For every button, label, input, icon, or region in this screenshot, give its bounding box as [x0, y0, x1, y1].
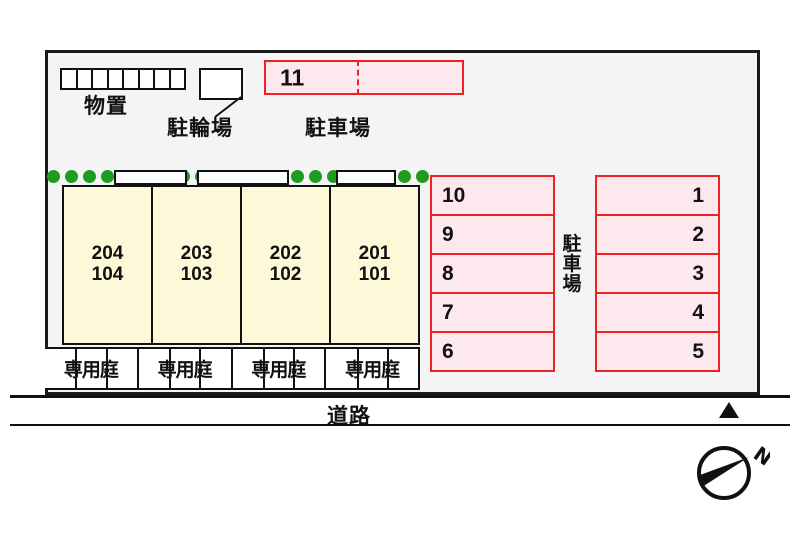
parking-stall-number: 7 [442, 300, 454, 324]
private-garden: 専用庭 [139, 347, 233, 390]
parking-stall-4[interactable]: 4 [595, 292, 720, 333]
bicycle-parking-icon [199, 68, 243, 100]
parking-stall-7[interactable]: 7 [430, 292, 555, 333]
parking-stall-number: 9 [442, 222, 454, 246]
storage-segment [78, 70, 93, 88]
unit-lower-number: 103 [180, 264, 213, 285]
parking-stall-number: 3 [692, 261, 704, 285]
hedge-shrub-icon [309, 170, 322, 183]
apartment-building: 204 104 203 103 202 102 201 101 [62, 185, 420, 345]
parking-stall-number: 10 [442, 183, 466, 207]
unit-203-103[interactable]: 203 103 [153, 187, 242, 343]
stall-divider-dashed [357, 60, 359, 95]
parking-label-char: 車 [562, 252, 582, 275]
parking-stall-number: 1 [692, 183, 704, 207]
private-garden: 専用庭 [326, 347, 418, 390]
private-gardens: 専用庭 専用庭 専用庭 専用庭 [45, 347, 420, 390]
garden-divider [199, 347, 202, 390]
balcony [197, 170, 289, 185]
balcony [114, 170, 187, 185]
garden-divider [293, 347, 296, 390]
parking-stall-number: 5 [692, 339, 704, 363]
unit-upper-number: 204 [91, 243, 124, 265]
parking-stall-number: 4 [692, 300, 704, 324]
hedge-shrub-icon [65, 170, 78, 183]
parking-column-left: 10 9 8 7 6 [430, 175, 555, 372]
road-edge-top [10, 395, 790, 398]
parking-stall-6[interactable]: 6 [430, 331, 555, 372]
parking-lot-label-vertical: 駐 車 場 [560, 233, 584, 295]
garden-divider [386, 347, 389, 390]
road-label: 道路 [327, 404, 371, 428]
storage-label: 物置 [84, 94, 128, 118]
hedge-shrub-icon [47, 170, 60, 183]
hedge-shrub-icon [416, 170, 429, 183]
storage-segment [109, 70, 124, 88]
garden-divider [105, 347, 108, 390]
parking-stall-number: 6 [442, 339, 454, 363]
parking-stall-5[interactable]: 5 [595, 331, 720, 372]
balcony [336, 170, 396, 185]
parking-column-right: 1 2 3 4 5 [595, 175, 720, 372]
unit-lower-number: 101 [358, 264, 391, 285]
storage-segment [171, 70, 185, 88]
unit-202-102[interactable]: 202 102 [242, 187, 331, 343]
unit-upper-number: 201 [358, 243, 391, 265]
private-garden: 専用庭 [45, 347, 139, 390]
storage-segment [124, 70, 140, 88]
private-garden-label: 専用庭 [345, 359, 400, 381]
parking-stall-9[interactable]: 9 [430, 214, 555, 255]
bicycle-parking-label: 駐輪場 [167, 116, 233, 140]
unit-lower-number: 102 [269, 264, 302, 285]
unit-204-104[interactable]: 204 104 [64, 187, 153, 343]
hedge-shrub-icon [101, 170, 114, 183]
garden-divider [262, 347, 265, 390]
unit-201-101[interactable]: 201 101 [331, 187, 418, 343]
hedge-shrub-icon [398, 170, 411, 183]
bicycle-parking-leader-line [214, 96, 242, 118]
garden-divider [75, 347, 78, 390]
storage-segment [62, 70, 78, 88]
parking-stall-8[interactable]: 8 [430, 253, 555, 294]
hedge-shrub-icon [291, 170, 304, 183]
parking-label-char: 駐 [562, 233, 582, 255]
storage-segment [155, 70, 171, 88]
private-garden-label: 専用庭 [251, 359, 306, 381]
parking-top-label: 駐車場 [305, 116, 371, 140]
parking-label-char: 場 [562, 272, 582, 295]
unit-upper-number: 203 [180, 243, 213, 265]
parking-stall-number: 11 [280, 64, 305, 90]
unit-upper-number: 202 [269, 243, 302, 265]
parking-stall-10[interactable]: 10 [430, 175, 555, 216]
private-garden-label: 専用庭 [63, 359, 119, 381]
storage-segment [93, 70, 109, 88]
unit-lower-number: 104 [91, 264, 124, 285]
garden-divider [356, 347, 359, 390]
hedge-shrub-icon [83, 170, 96, 183]
svg-text:N: N [749, 441, 770, 470]
private-garden-label: 専用庭 [157, 359, 213, 381]
storage-segment [140, 70, 155, 88]
parking-stall-2[interactable]: 2 [595, 214, 720, 255]
parking-stall-1[interactable]: 1 [595, 175, 720, 216]
garden-divider [169, 347, 172, 390]
parking-stall-3[interactable]: 3 [595, 253, 720, 294]
road-edge-bottom [10, 424, 790, 426]
compass-north-icon: N [697, 441, 770, 500]
parking-stall-11[interactable]: 11 [264, 60, 464, 95]
entry-arrow-icon [719, 402, 739, 418]
private-garden: 専用庭 [233, 347, 327, 390]
storage-shed-icon [60, 68, 186, 90]
parking-stall-number: 8 [442, 261, 454, 285]
parking-stall-number: 2 [692, 222, 704, 246]
